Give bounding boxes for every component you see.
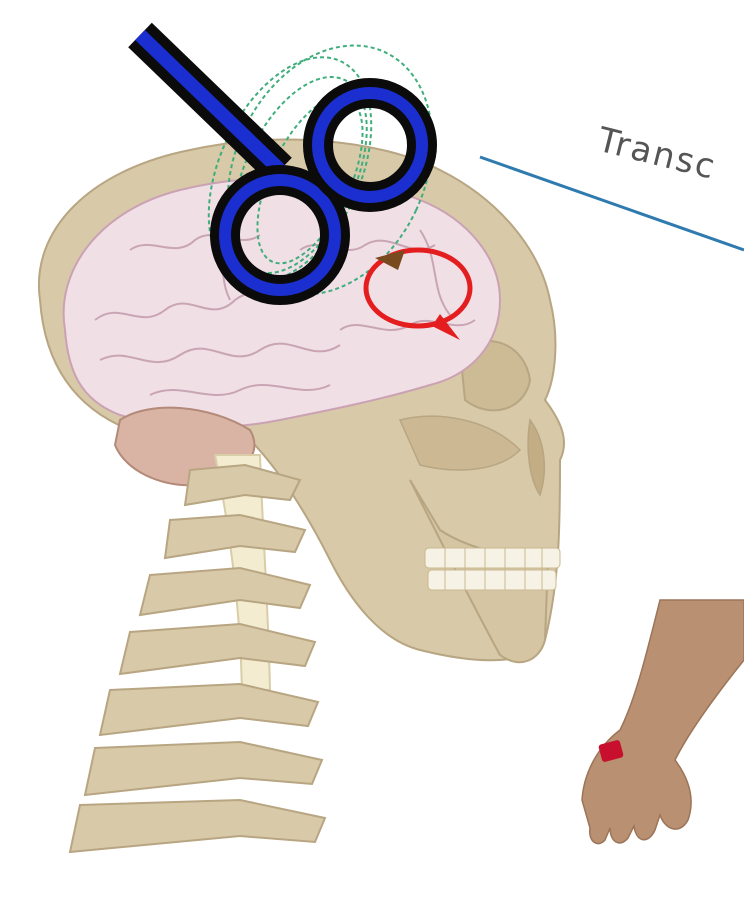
callout-label: Transc [593, 120, 721, 188]
arm-hand [582, 600, 744, 844]
cervical-vertebrae [70, 465, 325, 852]
